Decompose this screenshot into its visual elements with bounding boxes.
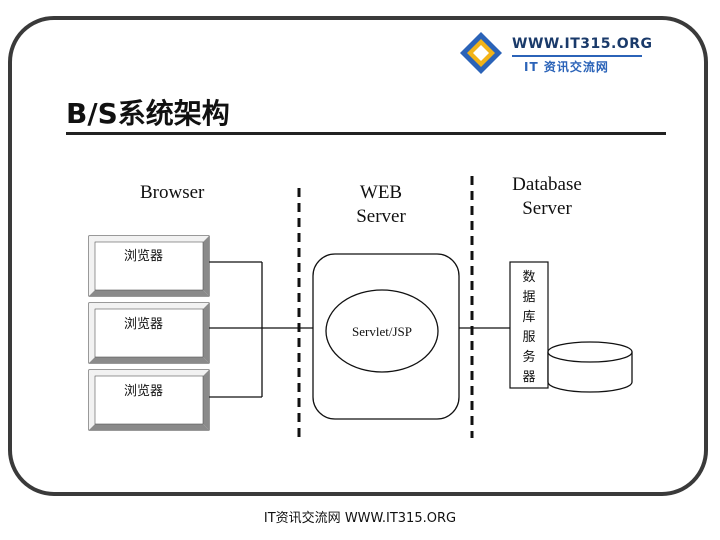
db-service-char-4: 服 (522, 329, 535, 344)
db-service-text: 数 据 库 服 务 器 (522, 269, 535, 384)
logo-url-text: WWW.IT315.ORG (512, 36, 653, 52)
db-service-char-2: 据 (522, 289, 535, 304)
db-server-header-line1: Database (512, 174, 582, 195)
web-server-header-line2: Server (356, 206, 406, 227)
slide-footer: IT资讯交流网 WWW.IT315.ORG (263, 511, 457, 526)
db-service-char-1: 数 (522, 269, 535, 284)
browser-box-3: 浏览器 (88, 369, 210, 431)
site-logo: WWW.IT315.ORG IT 资讯交流网 (458, 28, 658, 80)
web-server-header-line1: WEB (360, 182, 402, 203)
browser-label-2: 浏览器 (124, 316, 163, 332)
logo-mark-icon (460, 32, 502, 74)
browser-label-3: 浏览器 (124, 383, 163, 399)
db-server-header-line2: Server (522, 198, 572, 219)
db-service-box (509, 261, 549, 389)
servlet-jsp-ellipse (325, 289, 439, 373)
db-service-char-3: 库 (522, 309, 535, 324)
database-cylinder-icon (547, 341, 633, 393)
db-service-char-5: 务 (522, 349, 535, 364)
logo-divider (512, 55, 642, 57)
title-underline (66, 132, 666, 135)
browser-box-1: 浏览器 (88, 235, 210, 297)
browser-box-2: 浏览器 (88, 302, 210, 364)
servlet-jsp-label: Servlet/JSP (352, 324, 412, 339)
db-service-char-6: 器 (522, 369, 535, 384)
logo-tagline: IT 资讯交流网 (524, 60, 609, 74)
browser-label-1: 浏览器 (124, 248, 163, 264)
browser-header: Browser (140, 182, 205, 203)
slide-title: B/S系统架构 (66, 97, 230, 130)
